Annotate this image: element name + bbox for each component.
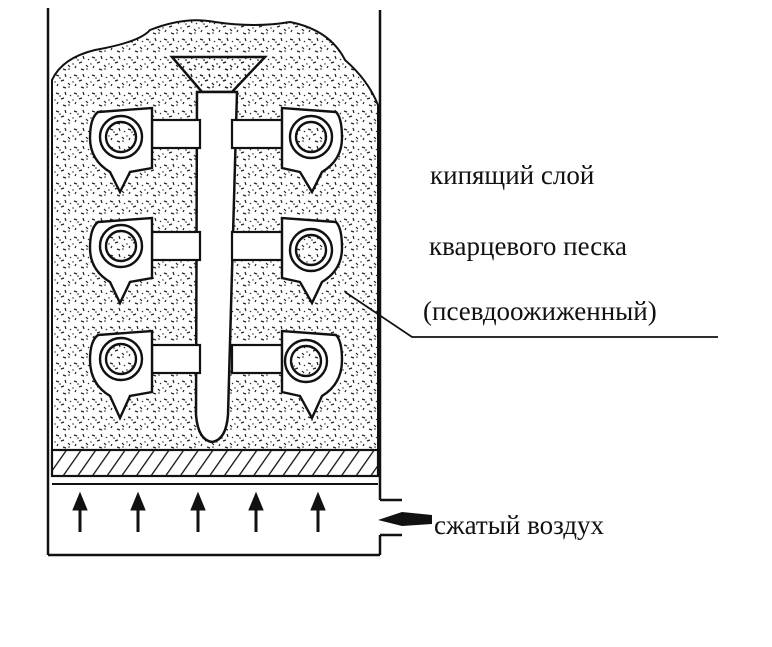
nozzle-left-bottom bbox=[88, 329, 154, 421]
air-label: сжатый воздух bbox=[434, 510, 605, 540]
nozzle-left-top bbox=[88, 106, 154, 195]
bed-label-line3: (псевдоожиженный) bbox=[423, 296, 657, 326]
distribution-grid bbox=[50, 448, 380, 478]
arrow-left-icon bbox=[378, 512, 432, 526]
arrow-up-icon bbox=[310, 491, 326, 532]
nozzle-left-mid bbox=[88, 216, 154, 306]
bed-label-line2: кварцевого песка bbox=[429, 231, 627, 261]
nozzle-right-mid bbox=[280, 216, 344, 306]
air-inlet bbox=[380, 498, 402, 537]
nozzle-right-bottom bbox=[280, 329, 344, 421]
leader-line bbox=[344, 291, 718, 338]
arrow-up-icon bbox=[72, 491, 88, 532]
vessel bbox=[46, 8, 382, 557]
arrow-up-icon bbox=[248, 491, 264, 532]
bed-label-line1: кипящий слой bbox=[430, 160, 595, 190]
airflow-arrows bbox=[72, 491, 326, 532]
feed-funnel-tube bbox=[169, 55, 268, 444]
arrow-up-icon bbox=[190, 491, 206, 532]
nozzle-right-top bbox=[280, 106, 344, 195]
arrow-up-icon bbox=[130, 491, 146, 532]
